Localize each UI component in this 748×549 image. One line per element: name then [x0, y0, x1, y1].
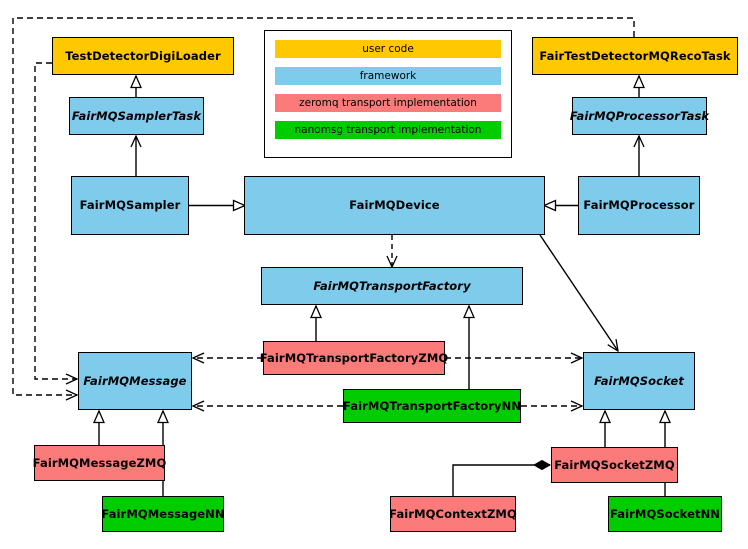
legend-label-framework: framework — [359, 70, 417, 82]
class-label: FairMQSocketZMQ — [554, 457, 675, 472]
class-box-fairmqmessagenn[interactable]: FairMQMessageNN — [101, 496, 225, 532]
legend-item-zeromq: zeromq transport implementation — [275, 94, 501, 112]
class-box-fairmqsocketzmq[interactable]: FairMQSocketZMQ — [551, 447, 678, 483]
class-label: FairMQProcessor — [583, 198, 695, 213]
edge-device-to-socket — [539, 234, 618, 351]
class-box-fairmqtransportfactoryzmq[interactable]: FairMQTransportFactoryZMQ — [260, 341, 448, 375]
legend-item-nanomsg: nanomsg transport implementation — [275, 121, 501, 139]
class-label: FairMQTransportFactoryNN — [342, 398, 522, 413]
class-box-fairmqmessage[interactable]: FairMQMessage — [78, 352, 192, 410]
class-label: FairMQProcessorTask — [569, 108, 710, 123]
legend-item-framework: framework — [275, 67, 501, 85]
edge-socketzmq-composition-contextzmq — [452, 459, 552, 496]
class-label: FairMQMessage — [83, 373, 187, 388]
class-label: FairMQSocketNN — [609, 506, 721, 521]
legend-label-nanomsg: nanomsg transport implementation — [294, 124, 482, 136]
class-label: FairMQSocket — [594, 373, 684, 388]
legend-panel: user code framework zeromq transport imp… — [264, 30, 512, 158]
class-box-fairmqtransportfactory[interactable]: FairMQTransportFactory — [261, 267, 523, 305]
class-box-fairmqdevice[interactable]: FairMQDevice — [244, 176, 545, 235]
class-box-fairmqcontextzmq[interactable]: FairMQContextZMQ — [389, 496, 517, 532]
class-box-fairmqsampler[interactable]: FairMQSampler — [71, 176, 189, 235]
class-box-fairmqsocket[interactable]: FairMQSocket — [583, 352, 695, 410]
legend-label-zeromq: zeromq transport implementation — [299, 97, 477, 109]
class-box-fairtestdetectormqrecotask[interactable]: FairTestDetectorMQRecoTask — [532, 37, 738, 75]
class-label: FairMQSamplerTask — [71, 108, 202, 123]
class-label: FairMQTransportFactoryZMQ — [259, 350, 449, 365]
class-label: FairMQSampler — [79, 198, 181, 213]
class-box-fairmqmessagezmq[interactable]: FairMQMessageZMQ — [32, 445, 167, 481]
class-label: FairTestDetectorMQRecoTask — [539, 48, 731, 63]
class-label: FairMQContextZMQ — [389, 506, 517, 521]
class-box-fairmqprocessortask[interactable]: FairMQProcessorTask — [569, 97, 710, 135]
class-label: FairMQTransportFactory — [313, 278, 471, 293]
class-label: FairMQDevice — [349, 198, 440, 213]
class-box-fairmqsamplertask[interactable]: FairMQSamplerTask — [69, 97, 204, 135]
class-label: FairMQMessageNN — [101, 506, 225, 521]
class-label: FairMQMessageZMQ — [32, 455, 167, 470]
edge-recotask-to-message — [12, 17, 635, 395]
class-box-fairmqtransportfactorynn[interactable]: FairMQTransportFactoryNN — [343, 389, 521, 423]
edge-digiloader-to-message — [34, 62, 77, 379]
class-box-fairmqprocessor[interactable]: FairMQProcessor — [578, 176, 700, 235]
class-box-testdetectordigiloader[interactable]: TestDetectorDigiLoader — [52, 37, 234, 75]
class-label: TestDetectorDigiLoader — [65, 48, 221, 63]
class-box-fairmqsocketnn[interactable]: FairMQSocketNN — [608, 496, 722, 532]
legend-item-user-code: user code — [275, 40, 501, 58]
legend-label-user-code: user code — [362, 43, 414, 55]
